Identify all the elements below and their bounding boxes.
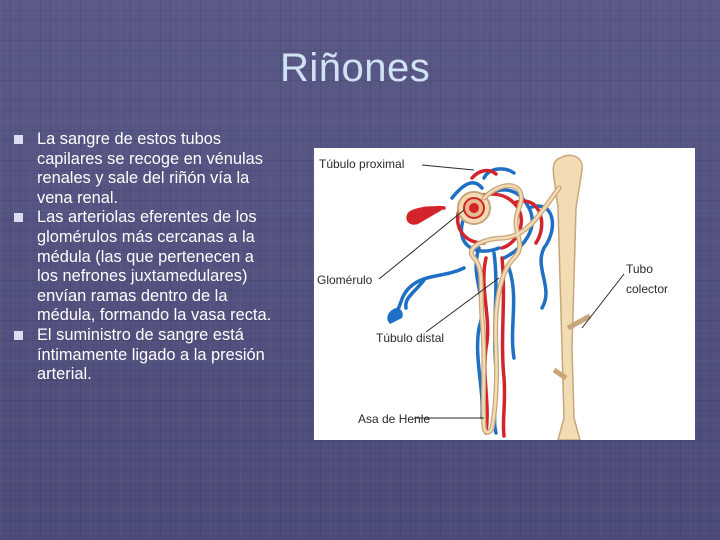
square-bullet-icon [14,135,23,144]
label-tubulo-distal: Túbulo distal [376,331,445,345]
label-tubo: Tubo [626,262,653,276]
bullet-list: La sangre de estos tubos capilares se re… [14,130,272,385]
artery-trunk [406,206,442,225]
label-glomerulo: Glomérulo [317,273,373,287]
bullet-text: El suministro de sangre está íntimamente… [37,325,265,384]
nephron-illustration [378,154,625,440]
label-asa-de-henle: Asa de Henle [358,412,431,426]
bullet-item: La sangre de estos tubos capilares se re… [14,130,272,208]
bullet-text: La sangre de estos tubos capilares se re… [37,130,263,207]
vein-trunk [387,308,403,324]
bullet-text: Las arteriolas eferentes de los glomérul… [37,208,272,325]
bullet-item: Las arteriolas eferentes de los glomérul… [14,208,272,326]
label-colector: colector [626,282,669,296]
square-bullet-icon [14,330,23,340]
collecting-duct [552,154,583,440]
label-tubulo-proximal: Túbulo proximal [319,157,405,171]
bullet-item: El suministro de sangre está íntimamente… [14,326,272,385]
nephron-diagram: Túbulo proximal Glomérulo Túbulo distal … [314,148,695,440]
slide-title: Riñones [280,46,431,90]
square-bullet-icon [14,213,23,223]
